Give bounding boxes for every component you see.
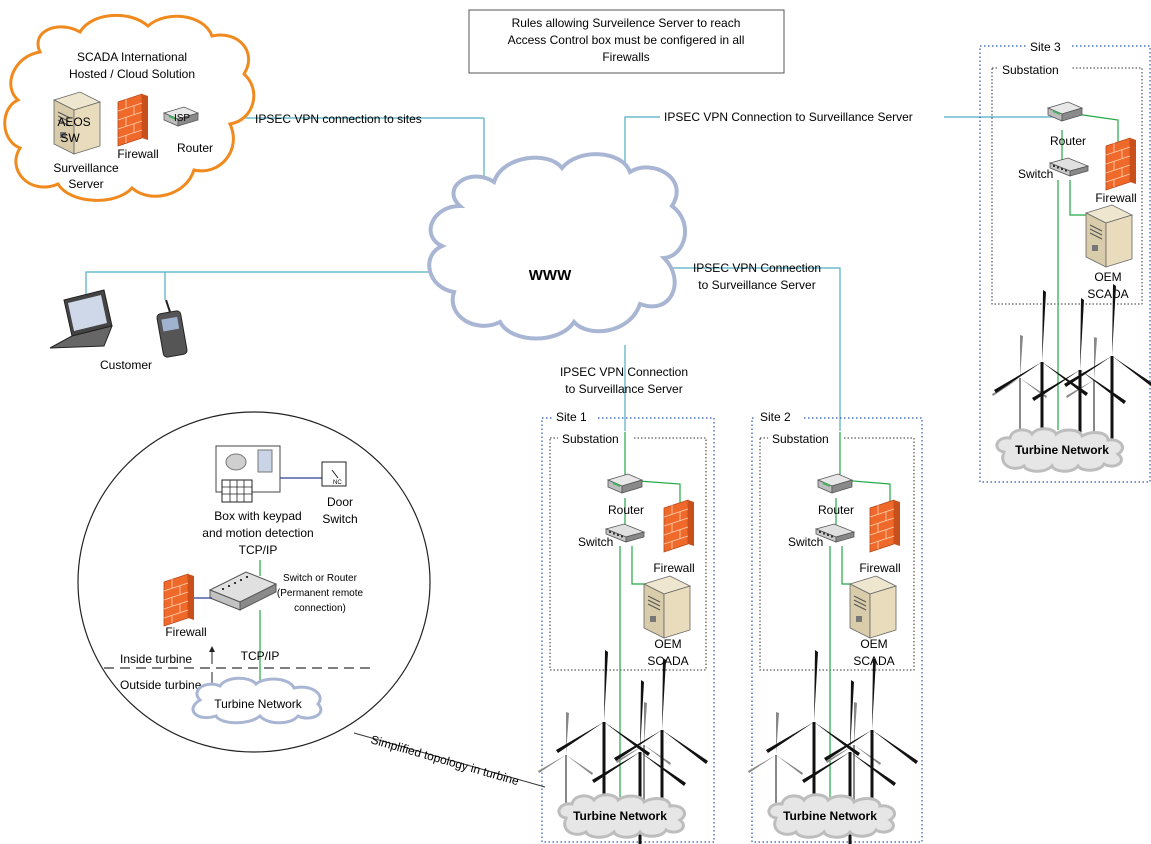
site2-router-icon <box>817 473 853 494</box>
site1-box <box>541 417 715 843</box>
door-label-2: Switch <box>322 512 357 526</box>
site1-scada-server-icon <box>643 575 691 639</box>
door-label-1: Door <box>327 495 353 509</box>
site1-router-icon <box>607 473 643 494</box>
hosted-firewall-icon <box>117 93 149 147</box>
site3-switch-label: Switch <box>1018 167 1053 181</box>
detail-firewall-icon <box>163 573 195 627</box>
vpn-line-site3 <box>624 116 1062 195</box>
site3-substation-label: Substation <box>1002 63 1059 77</box>
isp-label: ISP <box>174 113 190 124</box>
site3-scada-server-icon <box>1085 204 1133 268</box>
detail-tcpip-label: TCP/IP <box>241 649 280 663</box>
site2-scada-server-icon <box>849 575 897 639</box>
inside-turbine-label: Inside turbine <box>120 652 192 666</box>
www-label: WWW <box>529 267 572 284</box>
detail-network-label: Turbine Network <box>214 697 303 711</box>
site1-scada-label-2: SCADA <box>647 654 688 668</box>
detail-switch-icon <box>208 571 278 611</box>
site1-switch-label: Switch <box>578 535 613 549</box>
site2-substation-label: Substation <box>772 432 829 446</box>
laptop-icon <box>49 289 113 349</box>
hosted-title-2: Hosted / Cloud Solution <box>69 67 195 81</box>
site3-label: Site 3 <box>1030 40 1061 54</box>
switch-router-label-2: (Permanent remote <box>277 588 364 599</box>
keypad-label-3: TCP/IP <box>239 543 278 557</box>
keypad-label-1: Box with keypad <box>214 509 301 523</box>
simplified-topology-label: Simplified topology in turbine <box>369 732 521 788</box>
site1-network-label: Turbine Network <box>573 809 667 823</box>
site1-scada-label-1: OEM <box>654 637 681 651</box>
vpn-sites-label: IPSEC VPN connection to sites <box>255 112 422 126</box>
site1-substation-box <box>549 437 707 671</box>
vpn-site1-label-2: to Surveillance Server <box>565 382 682 396</box>
site3-firewall-icon <box>1105 137 1137 191</box>
phone-icon <box>156 299 188 358</box>
site1-router-label: Router <box>608 503 644 517</box>
keypad-box-icon <box>215 445 281 503</box>
site1-firewall-icon <box>663 499 695 553</box>
site2-network-label: Turbine Network <box>783 809 877 823</box>
site3-switch-icon <box>1049 157 1089 177</box>
hosted-title-1: SCADA International <box>77 50 187 64</box>
simplified-pointer <box>353 732 546 788</box>
www-cloud <box>427 152 688 341</box>
site2-firewall-icon <box>869 499 901 553</box>
site2-switch-label: Switch <box>788 535 823 549</box>
nc-label: NC <box>333 480 342 486</box>
aeos-label-1: AEOS <box>57 115 90 129</box>
detail-network-cloud <box>191 676 323 725</box>
site2-scada-label-1: OEM <box>860 637 887 651</box>
note-line-1: Rules allowing Surveilence Server to rea… <box>512 16 741 30</box>
server-label-1: Surveillance <box>53 161 119 175</box>
hosted-firewall-label: Firewall <box>117 147 158 161</box>
site3-firewall-label: Firewall <box>1095 191 1136 205</box>
hosted-router-label: Router <box>177 141 213 155</box>
aeos-label-2: SW <box>60 131 80 145</box>
detail-firewall-label: Firewall <box>165 625 206 639</box>
site2-box <box>751 417 923 843</box>
vpn-site2-label-2: to Surveillance Server <box>698 278 815 292</box>
note-line-3: Firewalls <box>602 50 649 64</box>
site1-label: Site 1 <box>556 410 587 424</box>
outside-turbine-label: Outside turbine <box>120 678 202 692</box>
vpn-site2-label-1: IPSEC VPN Connection <box>693 261 821 275</box>
site2-label: Site 2 <box>760 410 791 424</box>
site1-substation-label: Substation <box>562 432 619 446</box>
site2-substation-box <box>759 437 915 671</box>
site2-router-label: Router <box>818 503 854 517</box>
door-switch-icon: NC <box>321 461 347 487</box>
site3-router-icon <box>1047 101 1083 122</box>
site1-firewall-label: Firewall <box>653 561 694 575</box>
site3-scada-label-1: OEM <box>1094 270 1121 284</box>
note-box <box>468 9 785 74</box>
customer-line <box>85 271 430 300</box>
vpn-site1-label-1: IPSEC VPN Connection <box>560 365 688 379</box>
customer-label: Customer <box>100 358 152 372</box>
site3-router-label: Router <box>1050 134 1086 148</box>
vpn-line-site2 <box>663 267 841 432</box>
switch-router-label-3: connection) <box>294 603 346 614</box>
keypad-label-2: and motion detection <box>202 526 313 540</box>
vpn-site3-label: IPSEC VPN Connection to Surveillance Ser… <box>664 110 913 124</box>
site2-firewall-label: Firewall <box>859 561 900 575</box>
site3-network-label: Turbine Network <box>1015 443 1109 457</box>
switch-router-label-1: Switch or Router <box>283 573 358 584</box>
site3-scada-label-2: SCADA <box>1087 287 1128 301</box>
note-line-2: Access Control box must be configered in… <box>508 33 745 47</box>
server-label-2: Server <box>68 177 103 191</box>
